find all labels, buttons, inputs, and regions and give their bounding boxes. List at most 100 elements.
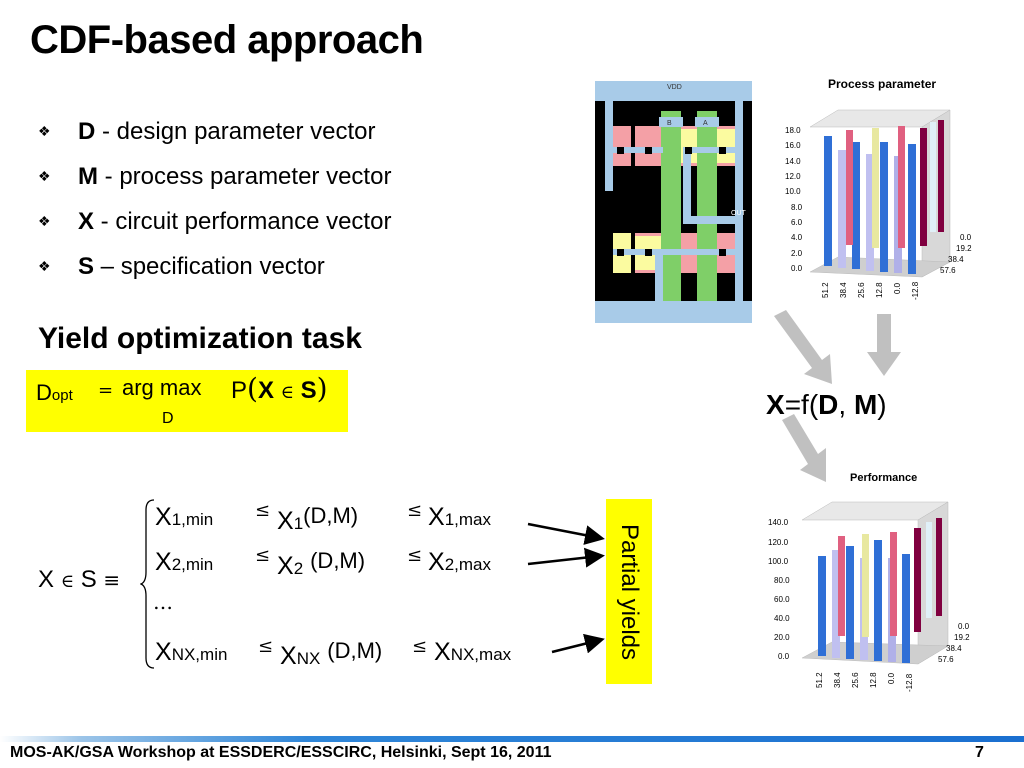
svg-text:2.0: 2.0	[791, 249, 803, 258]
partial-yield-arrows	[527, 522, 605, 654]
diamond-bullet-icon: ❖	[38, 213, 51, 229]
bullet-text: - circuit performance vector	[94, 208, 392, 235]
svg-text:18.0: 18.0	[785, 126, 801, 135]
arrow-row3	[551, 633, 605, 654]
circuit-layout-figure: VDD B A OUT	[595, 81, 752, 323]
gray-arrow-from-layout	[774, 310, 832, 384]
process-bars	[824, 120, 944, 274]
row2-max: X2,max	[428, 548, 491, 576]
svg-text:38.4: 38.4	[946, 644, 962, 653]
svg-text:140.0: 140.0	[768, 518, 789, 527]
diamond-bullet-icon: ❖	[38, 168, 51, 184]
svg-text:-12.8: -12.8	[905, 673, 914, 692]
process-parameter-chart: Process parameter 18.0 16.0 14.0 12.0 10…	[785, 77, 972, 300]
svg-text:38.4: 38.4	[833, 672, 842, 688]
z-axis-labels: 0.0 19.2 38.4 57.6	[940, 233, 972, 275]
bullet-text: – specification vector	[94, 253, 325, 280]
bullet-circuit-performance: ❖ X - circuit performance vector	[38, 208, 391, 236]
row3-min: XNX,min	[155, 638, 228, 666]
row1-max: X1,max	[428, 503, 491, 531]
chart-title: Process parameter	[828, 77, 936, 91]
svg-text:51.2: 51.2	[815, 672, 824, 688]
dopt-lhs: Dopt	[36, 380, 73, 405]
dopt-equals: =	[98, 380, 114, 401]
diamond-bullet-icon: ❖	[38, 123, 51, 139]
svg-text:51.2: 51.2	[821, 282, 830, 298]
constraint-lhs: X ∈ S ≡	[38, 566, 121, 593]
svg-text:0.0: 0.0	[958, 622, 970, 631]
row2-leq-2: ≤	[407, 545, 423, 566]
vdd-label: VDD	[667, 84, 682, 91]
bullet-key: X	[78, 208, 95, 235]
diamond-bullet-icon: ❖	[38, 258, 51, 274]
bullet-key: D	[78, 118, 96, 145]
svg-text:0.0: 0.0	[887, 672, 896, 684]
bullet-process-parameter: ❖M - process parameter vector	[38, 163, 391, 191]
row3-max: XNX,max	[434, 638, 512, 666]
bullet-design-parameter: ❖ D - design parameter vector	[38, 118, 375, 146]
arrow-row1	[527, 522, 605, 545]
gate-b-label: B	[667, 120, 672, 127]
row1-leq-1: ≤	[255, 500, 271, 521]
row3-leq-1: ≤	[258, 636, 274, 657]
svg-text:57.6: 57.6	[940, 266, 956, 275]
svg-text:12.8: 12.8	[869, 672, 878, 688]
performance-function: X=f(D, M)	[766, 389, 887, 420]
svg-text:19.2: 19.2	[956, 244, 972, 253]
bullet-text: - design parameter vector	[95, 118, 376, 145]
svg-text:60.0: 60.0	[774, 595, 790, 604]
performance-chart: Performance 140.0 120.0 100.0 80.0 60.0 …	[768, 472, 970, 692]
svg-text:25.6: 25.6	[857, 282, 866, 298]
svg-text:57.6: 57.6	[938, 655, 954, 664]
dopt-under: D	[162, 410, 174, 427]
svg-text:12.0: 12.0	[785, 172, 801, 181]
svg-text:38.4: 38.4	[948, 255, 964, 264]
row3-leq-2: ≤	[412, 636, 428, 657]
svg-text:38.4: 38.4	[839, 282, 848, 298]
svg-text:80.0: 80.0	[774, 576, 790, 585]
dopt-argmax: arg max	[122, 375, 202, 400]
partial-yields-label: Partial yields	[616, 523, 643, 660]
left-brace-icon	[140, 499, 155, 669]
svg-text:40.0: 40.0	[774, 614, 790, 623]
svg-text:120.0: 120.0	[768, 538, 789, 547]
svg-text:14.0: 14.0	[785, 157, 801, 166]
row2-leq-1: ≤	[255, 545, 271, 566]
page-number: 7	[975, 744, 984, 761]
out-label: OUT	[731, 210, 747, 217]
svg-text:0.0: 0.0	[791, 264, 803, 273]
svg-text:8.0: 8.0	[791, 203, 803, 212]
row2-min: X2,min	[155, 548, 214, 576]
svg-text:20.0: 20.0	[774, 633, 790, 642]
bullet-key: S	[78, 253, 95, 280]
slide-title: CDF-based approach	[30, 18, 424, 62]
gray-arrow-from-process	[867, 314, 901, 376]
flow-arrows	[774, 310, 901, 482]
gray-arrow-to-performance	[782, 414, 826, 482]
bullet-key: M	[78, 163, 98, 190]
performance-bars	[818, 518, 942, 663]
gate-a-label: A	[703, 120, 708, 127]
svg-text:0.0: 0.0	[893, 282, 902, 294]
svg-text:0.0: 0.0	[778, 652, 790, 661]
svg-text:6.0: 6.0	[791, 218, 803, 227]
chart-title: Performance	[850, 472, 917, 484]
ellipsis: …	[153, 590, 173, 614]
svg-text:19.2: 19.2	[954, 633, 970, 642]
x-axis-labels: 51.2 38.4 25.6 12.8 0.0 -12.8	[821, 281, 920, 300]
svg-text:10.0: 10.0	[785, 187, 801, 196]
z-axis-labels: 0.0 19.2 38.4 57.6	[938, 622, 970, 664]
svg-text:100.0: 100.0	[768, 557, 789, 566]
footer-bar	[0, 736, 1024, 742]
row3-mid: XNX (D,M)	[280, 638, 383, 670]
svg-text:12.8: 12.8	[875, 282, 884, 298]
y-axis-labels: 140.0 120.0 100.0 80.0 60.0 40.0 20.0 0.…	[768, 518, 790, 661]
footer-text: MOS-AK/GSA Workshop at ESSDERC/ESSCIRC, …	[10, 744, 552, 761]
row1-mid: X1(D,M)	[277, 503, 359, 535]
row1-leq-2: ≤	[407, 500, 423, 521]
svg-text:-12.8: -12.8	[911, 281, 920, 300]
x-axis-labels: 51.2 38.4 25.6 12.8 0.0 -12.8	[815, 672, 914, 692]
svg-text:4.0: 4.0	[791, 233, 803, 242]
svg-text:0.0: 0.0	[960, 233, 972, 242]
y-axis-labels: 18.0 16.0 14.0 12.0 10.0 8.0 6.0 4.0 2.0…	[785, 126, 803, 273]
